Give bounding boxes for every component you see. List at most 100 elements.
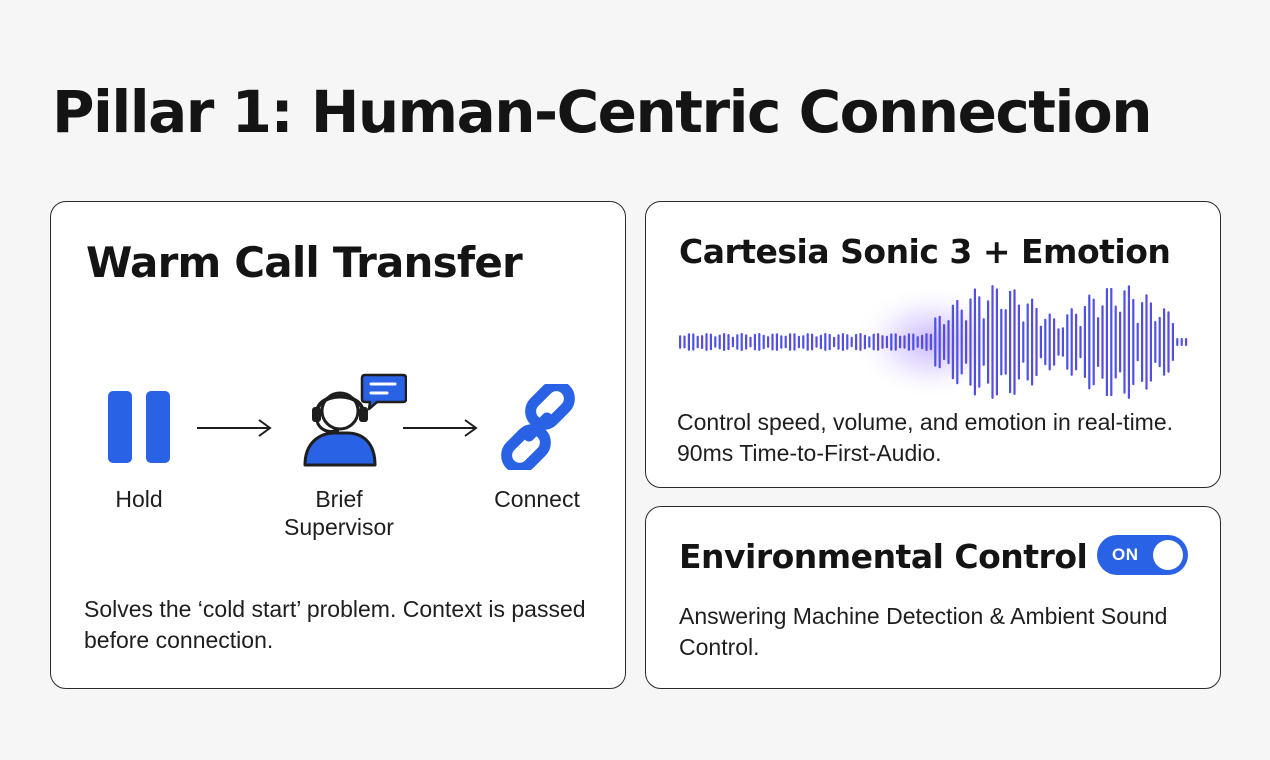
page-title: Pillar 1: Human-Centric Connection bbox=[52, 78, 1153, 146]
wave-bar bbox=[824, 333, 827, 351]
wave-bar bbox=[833, 336, 836, 348]
wave-bar bbox=[1075, 313, 1078, 371]
wave-bar bbox=[929, 333, 932, 351]
wave-bar bbox=[1088, 294, 1091, 390]
environmental-description: Answering Machine Detection & Ambient So… bbox=[679, 603, 1168, 660]
wave-bar bbox=[1105, 288, 1108, 397]
warm-transfer-title: Warm Call Transfer bbox=[86, 238, 523, 287]
wave-bar bbox=[723, 333, 726, 351]
wave-bar bbox=[907, 333, 910, 351]
wave-bar bbox=[943, 324, 946, 361]
wave-bar bbox=[1110, 287, 1113, 397]
wave-bar bbox=[692, 333, 695, 351]
wave-bar bbox=[683, 335, 686, 349]
wave-bar bbox=[947, 320, 950, 365]
environmental-card: Environmental Control ON Answering Machi… bbox=[645, 506, 1221, 689]
wave-bar bbox=[1009, 290, 1012, 394]
wave-bar bbox=[899, 335, 902, 349]
wave-bar bbox=[1101, 305, 1104, 379]
wave-bar bbox=[696, 335, 699, 349]
wave-bar bbox=[714, 336, 717, 348]
wave-bar bbox=[828, 333, 831, 351]
wave-bar bbox=[1132, 298, 1135, 386]
toggle-label: ON bbox=[1112, 545, 1139, 564]
wave-bar bbox=[1022, 321, 1025, 363]
wave-bar bbox=[1066, 314, 1069, 370]
sonic-description: Control speed, volume, and emotion in re… bbox=[677, 409, 1174, 466]
wave-bar bbox=[1141, 302, 1144, 382]
wave-bar bbox=[877, 333, 880, 351]
wave-bar bbox=[1171, 322, 1174, 361]
wave-bar bbox=[802, 335, 805, 349]
step-label-hold: Hold bbox=[115, 486, 163, 512]
wave-bar bbox=[1167, 311, 1170, 373]
wave-bar bbox=[767, 336, 770, 348]
wave-bar bbox=[846, 334, 849, 350]
wave-bar bbox=[705, 333, 708, 351]
wave-bar bbox=[969, 298, 972, 386]
wave-bar bbox=[934, 317, 937, 367]
environmental-toggle[interactable]: ON bbox=[1097, 535, 1188, 575]
wave-bar bbox=[872, 333, 875, 351]
toggle-knob bbox=[1153, 540, 1183, 570]
wave-bar bbox=[679, 335, 682, 349]
wave-bar bbox=[1013, 289, 1016, 395]
wave-bar bbox=[995, 288, 998, 396]
wave-bar bbox=[745, 334, 748, 350]
wave-bar bbox=[762, 334, 765, 350]
wave-bar bbox=[1048, 313, 1051, 371]
wave-bar bbox=[960, 309, 963, 375]
wave-bar bbox=[1057, 328, 1060, 356]
wave-bar bbox=[1083, 305, 1086, 378]
agent-headset-icon bbox=[303, 373, 407, 467]
wave-bar bbox=[727, 334, 730, 351]
wave-bar bbox=[855, 333, 858, 351]
wave-bar bbox=[797, 335, 800, 349]
wave-bar bbox=[1097, 317, 1100, 367]
wave-bar bbox=[859, 333, 862, 351]
wave-bar bbox=[837, 334, 840, 350]
wave-bar bbox=[1039, 325, 1042, 359]
wave-bar bbox=[753, 333, 756, 351]
wave-bar bbox=[709, 333, 712, 351]
wave-bar bbox=[1031, 298, 1034, 386]
wave-bar bbox=[863, 334, 866, 350]
wave-bar bbox=[811, 333, 814, 351]
warm-transfer-card: Warm Call Transfer Hold Brief Supervisor bbox=[50, 201, 626, 689]
wave-bar bbox=[806, 333, 809, 351]
wave-bar bbox=[789, 333, 792, 351]
arrow-right-icon bbox=[403, 419, 478, 437]
wave-bar bbox=[1070, 308, 1073, 376]
wave-bar bbox=[1079, 325, 1082, 359]
wave-bar bbox=[771, 333, 774, 351]
wave-bar bbox=[1136, 322, 1139, 362]
wave-bar bbox=[991, 285, 994, 399]
pause-icon bbox=[108, 391, 170, 463]
wave-bar bbox=[1185, 338, 1188, 346]
wave-bar bbox=[780, 335, 783, 349]
sonic-title: Cartesia Sonic 3 + Emotion bbox=[679, 232, 1171, 271]
wave-bar bbox=[890, 333, 893, 351]
wave-bar bbox=[1119, 311, 1122, 373]
wave-bar bbox=[736, 334, 739, 350]
wave-bar bbox=[850, 336, 853, 348]
wave-bar bbox=[841, 333, 844, 351]
wave-bar bbox=[1017, 304, 1020, 380]
wave-bar bbox=[1061, 327, 1064, 357]
arrow-right-icon bbox=[197, 419, 272, 437]
wave-bar bbox=[1154, 321, 1157, 363]
wave-bar bbox=[740, 333, 743, 351]
wave-bar bbox=[1053, 318, 1056, 366]
step-label-connect: Connect bbox=[494, 486, 580, 512]
warm-transfer-description: Solves the ‘cold start’ problem. Context… bbox=[84, 596, 586, 653]
wave-bar bbox=[921, 334, 924, 350]
wave-bar bbox=[758, 333, 761, 351]
wave-bar bbox=[1145, 294, 1148, 390]
wave-bar bbox=[1176, 338, 1179, 346]
wave-bar bbox=[1044, 318, 1047, 366]
wave-bar bbox=[815, 336, 818, 348]
wave-bar bbox=[1026, 303, 1029, 381]
wave-bar bbox=[916, 336, 919, 348]
step-label-brief-supervisor: Brief Supervisor bbox=[284, 486, 394, 540]
wave-bar bbox=[1035, 307, 1038, 377]
